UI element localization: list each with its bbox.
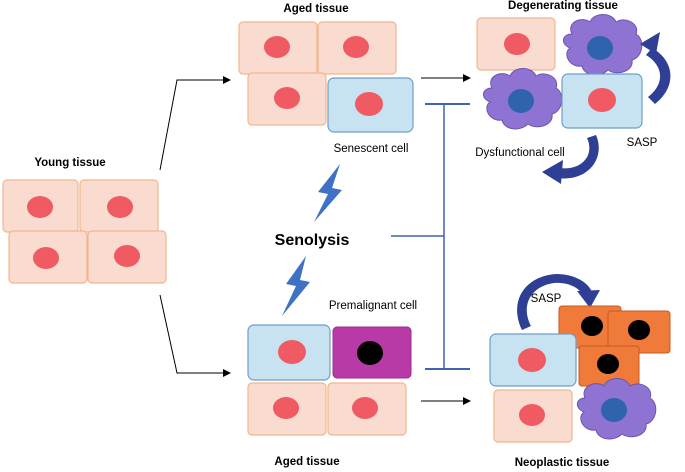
- senescent-cell: [327, 77, 414, 133]
- dysfunctional-cell: [576, 378, 657, 440]
- normal-cell: [476, 17, 556, 71]
- curved-arrow-icon: [640, 32, 660, 54]
- normal-cell: [87, 230, 167, 284]
- premalignant-cell: [332, 326, 412, 379]
- normal-cell: [8, 230, 88, 284]
- inhibition-lines: [391, 103, 470, 370]
- curved-arrow-icon: [517, 274, 592, 330]
- normal-cell: [79, 179, 159, 233]
- dysfunctional-cell: [483, 68, 563, 130]
- curved-arrow-icon: [558, 135, 599, 179]
- normal-cell: [247, 72, 327, 126]
- young-tissue-group: [2, 179, 167, 284]
- normal-cell: [2, 179, 79, 233]
- curved-arrow-icon: [577, 290, 600, 308]
- lightning-bolt-icon: [282, 256, 310, 316]
- branch-arrow-up: [159, 76, 231, 171]
- neoplastic-tissue-group: [489, 305, 671, 443]
- normal-cell: [247, 382, 327, 436]
- senescent-cell: [489, 333, 577, 387]
- degenerating-tissue-label: Degenerating tissue: [508, 0, 618, 12]
- tumor-cell: [607, 310, 671, 354]
- normal-cell: [493, 389, 573, 443]
- normal-cell: [317, 21, 397, 75]
- sasp-bottom-label: SASP: [531, 293, 562, 305]
- sasp-top-label: SASP: [627, 137, 658, 149]
- aged-tissue-top-label: Aged tissue: [283, 3, 348, 15]
- aged-tissue-bottom-label: Aged tissue: [274, 456, 339, 468]
- aged-tissue-bottom-group: [247, 324, 412, 436]
- senescent-cell-label: Senescent cell: [334, 143, 409, 155]
- premalignant-cell-label: Premalignant cell: [329, 300, 417, 312]
- lightning-bolt-icon: [314, 164, 342, 222]
- neoplastic-tissue-label: Neoplastic tissue: [515, 457, 610, 469]
- young-tissue-label: Young tissue: [34, 157, 105, 169]
- aged-tissue-top-group: [238, 21, 414, 133]
- curved-arrow-icon: [542, 160, 563, 184]
- dysfunctional-cell: [563, 14, 643, 76]
- branch-arrow-down: [159, 294, 231, 377]
- senescent-cell: [247, 324, 331, 381]
- senescent-cell: [561, 73, 643, 129]
- curved-arrow-icon: [646, 48, 671, 104]
- degenerating-tissue-group: [476, 14, 643, 130]
- normal-cell: [327, 382, 407, 436]
- normal-cell: [238, 21, 318, 75]
- senolysis-label: Senolysis: [275, 232, 350, 249]
- dysfunctional-cell-label: Dysfunctional cell: [475, 147, 564, 159]
